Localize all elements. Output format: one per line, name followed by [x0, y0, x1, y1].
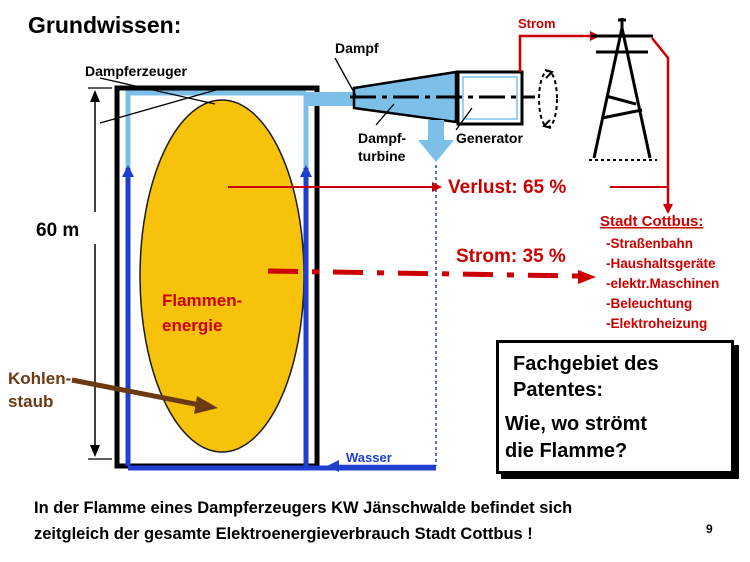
coal-label-1: Kohlen- — [8, 369, 71, 388]
city-item: -Straßenbahn — [606, 236, 693, 251]
transmission-tower-icon — [591, 18, 653, 159]
exhaust-steam-arrow — [418, 120, 454, 162]
patent-topic-text: Fachgebiet des Patentes: Wie, wo strömt … — [505, 353, 659, 462]
city-item: -Haushaltsgeräte — [606, 256, 716, 271]
leader-dampferzeuger — [99, 77, 216, 105]
footer-line-1: In der Flamme eines Dampferzeugers KW Jä… — [34, 499, 572, 517]
box-line-3: Wie, wo strömt — [505, 413, 647, 435]
leader-generator — [455, 107, 473, 131]
coal-label-2: staub — [8, 392, 53, 411]
leader-turbine — [375, 103, 395, 126]
city-item: -elektr.Maschinen — [606, 276, 719, 291]
power-line-to-city — [651, 37, 673, 214]
water-label: Wasser — [346, 450, 392, 465]
leader-dampf — [334, 57, 357, 97]
dim-arrow-up-icon — [90, 90, 100, 102]
rotation-arrow-bottom-icon — [542, 119, 552, 129]
rotation-arrow-top-icon — [544, 69, 554, 79]
city-item: -Beleuchtung — [606, 296, 692, 311]
loss-label: Verlust: 65 % — [448, 177, 566, 198]
page-title: Grundwissen: — [28, 12, 181, 38]
generator-label: Generator — [456, 130, 523, 146]
box-line-4: die Flamme? — [505, 440, 627, 462]
steam-main-pipe — [306, 92, 356, 106]
dim-arrow-down-icon — [90, 445, 100, 457]
page-number: 9 — [706, 522, 713, 536]
generator-housing — [456, 70, 524, 126]
rotation-icon — [538, 70, 558, 128]
patent-topic-box: Fachgebiet des Patentes: Wie, wo strömt … — [496, 340, 734, 474]
dampfturbine-label-1: Dampf- — [358, 130, 407, 146]
strom-percent-label: Strom: 35 % — [456, 246, 566, 267]
coal-arrow — [71, 377, 201, 408]
dampf-label: Dampf — [335, 40, 379, 56]
city-title: Stadt Cottbus: — [600, 213, 703, 230]
power-line-to-pylon — [518, 31, 600, 72]
coal-arrow-head-icon — [194, 396, 218, 414]
strom-top-label: Strom — [518, 16, 556, 31]
strom-arrow-head-icon — [578, 270, 596, 284]
leader-dampferzeuger-2 — [99, 85, 231, 124]
flame-label-2: energie — [162, 316, 222, 335]
flame-label-1: Flammen- — [162, 291, 242, 310]
dampferzeuger-label: Dampferzeuger — [85, 63, 187, 79]
dampfturbine-label-2: turbine — [358, 148, 406, 164]
city-item: -Elektroheizung — [606, 316, 707, 331]
box-line-2: Patentes: — [513, 379, 603, 401]
height-label: 60 m — [36, 220, 79, 241]
box-line-1: Fachgebiet des — [513, 353, 659, 375]
generator-inner — [462, 76, 518, 120]
footer-line-2: zeitgleich der gesamte Elektroenergiever… — [34, 525, 533, 543]
strom-dash-arrow — [267, 268, 579, 279]
